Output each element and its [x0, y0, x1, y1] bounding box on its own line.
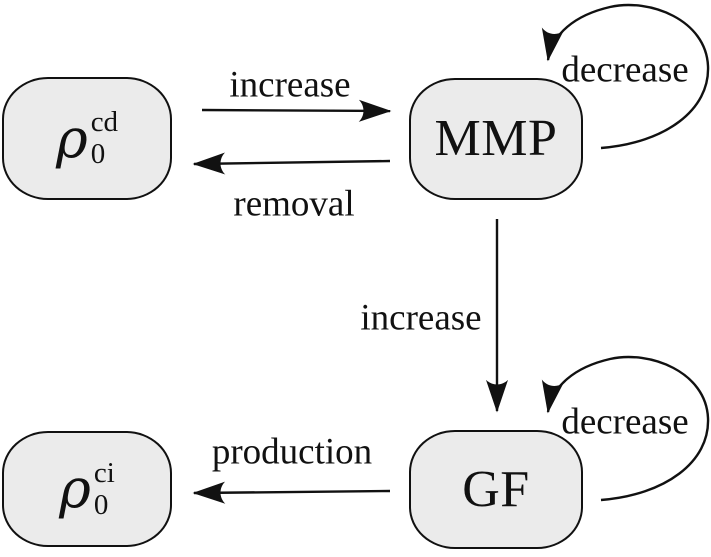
node-rho-ci-label: ρ ci 0 — [59, 456, 115, 521]
edge-label-production: production — [211, 431, 373, 473]
rho-superscript: ci — [93, 456, 115, 489]
rho-symbol: ρ — [55, 106, 88, 170]
node-gf-label: GF — [462, 460, 530, 518]
node-rho-ci: ρ ci 0 — [2, 431, 172, 547]
rho-subscript: 0 — [93, 488, 109, 521]
node-mmp-label: MMP — [434, 110, 558, 167]
edge-label-decrease-mmp: decrease — [561, 49, 689, 91]
arrow-removal — [192, 152, 391, 175]
node-rho-cd: ρ cd 0 — [2, 77, 172, 200]
self-loop-decrease-gf — [541, 355, 710, 502]
node-rho-cd-label: ρ cd 0 — [56, 108, 118, 169]
arrow-production — [192, 481, 391, 504]
edge-label-removal: removal — [233, 183, 355, 225]
rho-symbol: ρ — [59, 457, 91, 520]
edge-label-increase-top: increase — [229, 64, 351, 106]
self-loop-decrease-mmp — [541, 3, 710, 150]
arrow-increase-top — [201, 99, 392, 122]
rho-superscript: cd — [90, 106, 119, 138]
node-mmp: MMP — [409, 78, 583, 200]
node-gf: GF — [409, 430, 583, 549]
edge-label-decrease-gf: decrease — [561, 401, 689, 443]
edge-label-increase-mid: increase — [360, 297, 482, 339]
rho-subscript: 0 — [90, 138, 106, 170]
rho-scripts: ci 0 — [93, 456, 115, 521]
rho-scripts: cd 0 — [91, 108, 118, 169]
